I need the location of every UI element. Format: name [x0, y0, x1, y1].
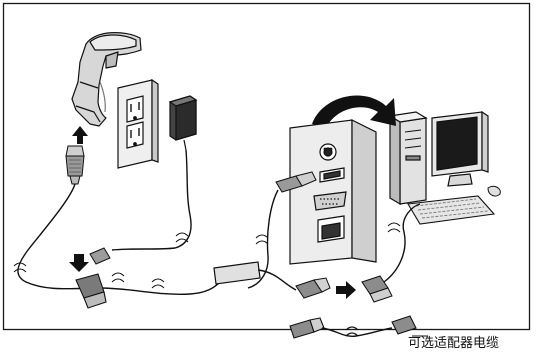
wall-outlet: [118, 80, 158, 168]
ps2-connector-a: [296, 278, 330, 298]
main-cable: [18, 184, 220, 294]
optional-adapter-cable: [290, 316, 416, 338]
arrow-up-icon: [72, 126, 88, 144]
y-splitter-connector: [76, 274, 106, 308]
arrow-right-icon: [336, 281, 356, 299]
computer-back-panel: [290, 120, 376, 264]
scanner-plug: [66, 146, 84, 184]
arrow-down-icon: [69, 254, 89, 272]
main-cable-2: [258, 270, 296, 290]
cable-ferrite: [214, 262, 260, 284]
small-plug: [90, 248, 110, 264]
monitor: [432, 112, 488, 186]
power-adapter: [170, 96, 196, 150]
mouse: [488, 186, 500, 196]
optional-adapter-cable-label: 可选适配器电缆: [408, 336, 499, 352]
